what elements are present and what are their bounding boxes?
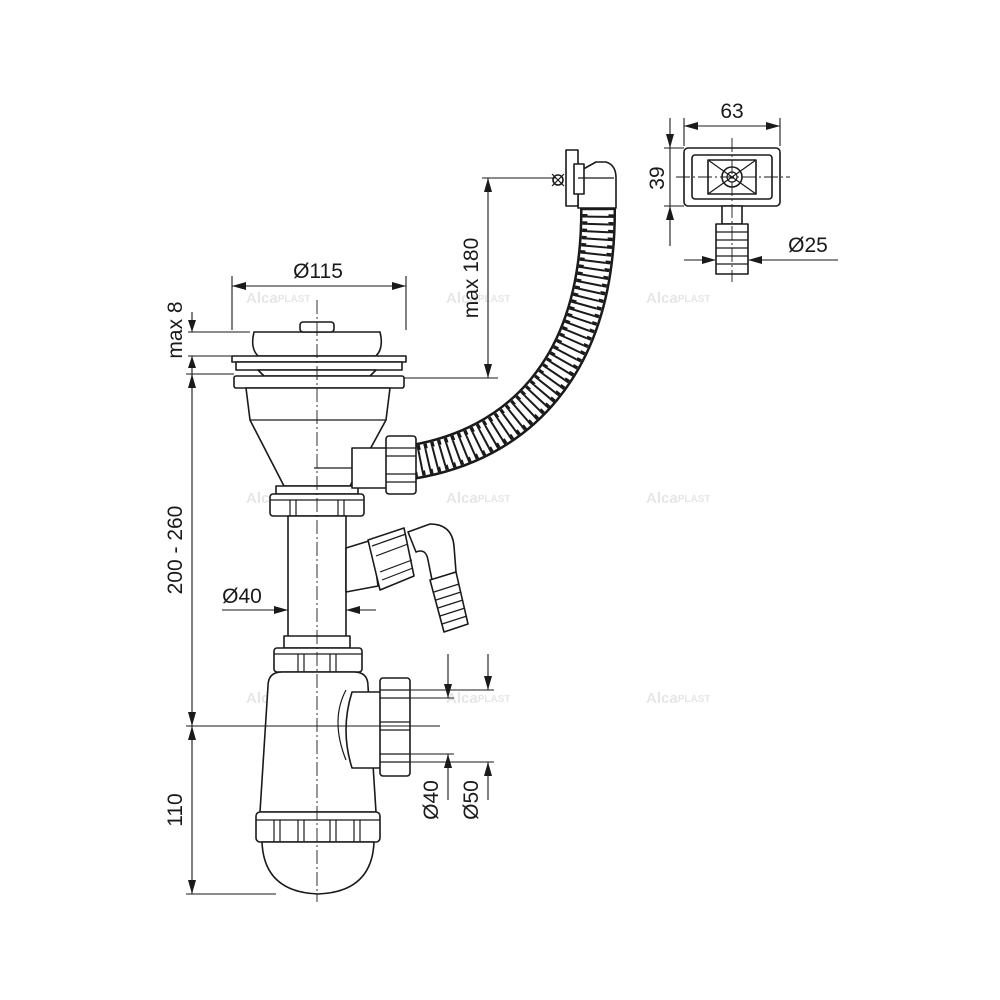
label-outlet-diameter-inner: Ø40 [420, 780, 443, 820]
overflow-inlet [314, 435, 417, 495]
label-tube-diameter: Ø40 [222, 585, 262, 608]
watermark-logo: AlcaPLAST [446, 690, 510, 707]
watermark-logo: AlcaPLAST [646, 490, 710, 507]
dimension-strainer-diameter: Ø115 [231, 260, 407, 330]
watermark-logo: AlcaPLAST [646, 690, 710, 707]
watermark-logo: AlcaPLAST [646, 290, 710, 307]
label-overflow-hose-diameter: Ø25 [788, 234, 828, 257]
label-overflow-width: 63 [720, 100, 743, 123]
label-strainer-diameter: Ø115 [293, 260, 343, 283]
dimension-tube-diameter: Ø40 [222, 585, 376, 614]
dimension-flange-height: max 8 [164, 301, 250, 376]
label-overflow-depth: 39 [646, 166, 669, 189]
label-body-height: 200 - 260 [164, 506, 187, 595]
watermark-logo: AlcaPLAST [446, 490, 510, 507]
overflow-head [551, 149, 617, 209]
dimension-overflow-width: 63 [683, 100, 781, 146]
side-elbow [345, 523, 469, 633]
dimension-overflow-depth: 39 [646, 118, 684, 246]
lower-nut [273, 647, 363, 673]
dimension-outlet-diameters: Ø40 Ø50 [410, 654, 494, 820]
overflow-top-view [676, 138, 790, 282]
overflow-hose [408, 204, 617, 480]
dimension-overflow-height: max 180 [404, 177, 556, 379]
dimension-body-height: 200 - 260 [164, 373, 440, 727]
dimension-overflow-hose-diameter: Ø25 [684, 234, 838, 264]
watermark-logo: AlcaPLAST [446, 290, 510, 307]
label-flange-height: max 8 [164, 301, 187, 358]
watermark-logo: AlcaPLAST [246, 290, 310, 307]
bottle-trap [255, 671, 411, 895]
label-outlet-diameter-outer: Ø50 [460, 780, 483, 820]
label-overflow-height: max 180 [460, 238, 483, 319]
dimension-trap-height: 110 [164, 726, 276, 895]
label-trap-height: 110 [164, 793, 187, 826]
strainer [231, 321, 407, 389]
